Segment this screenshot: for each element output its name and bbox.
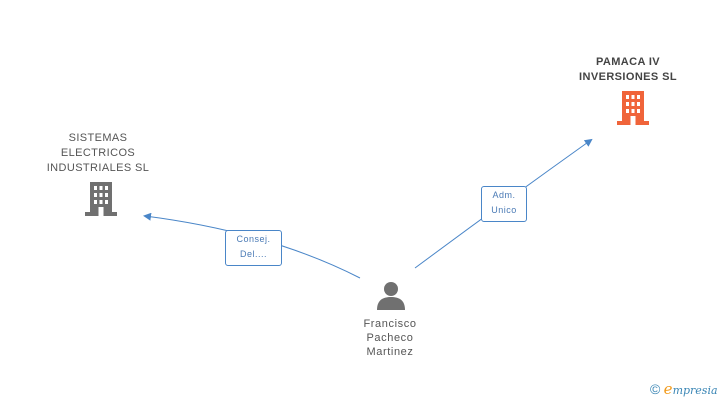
person-name[interactable]: Francisco Pacheco Martinez	[340, 317, 440, 359]
company-name-line: INVERSIONES SL	[579, 71, 677, 83]
relation-label-consej[interactable]: Consej. Del....	[225, 230, 282, 266]
company-name-line: PAMACA IV	[595, 56, 661, 68]
brand-logo-text: mpresia	[672, 384, 718, 397]
company-name-pamaca[interactable]: PAMACA IV INVERSIONES SL	[568, 55, 688, 85]
building-icon[interactable]	[85, 182, 117, 216]
brand-footer[interactable]: © empresia	[650, 380, 718, 398]
person-name-line: Francisco	[363, 318, 417, 330]
person-name-line: Pacheco	[366, 332, 414, 344]
relation-label-adm[interactable]: Adm. Unico	[481, 186, 527, 222]
person-icon[interactable]	[376, 280, 406, 310]
relation-label-line: Adm.	[492, 190, 516, 200]
relation-label-line: Unico	[491, 205, 517, 215]
company-name-line: INDUSTRIALES SL	[46, 162, 150, 174]
company-name-line: ELECTRICOS	[60, 147, 136, 159]
copyright-symbol: ©	[650, 381, 661, 397]
relation-label-line: Del....	[239, 249, 267, 259]
company-name-line: SISTEMAS	[68, 132, 128, 144]
company-name-sistemas[interactable]: SISTEMAS ELECTRICOS INDUSTRIALES SL	[38, 131, 158, 176]
brand-logo-initial: e	[663, 380, 673, 398]
relation-label-line: Consej.	[236, 234, 271, 244]
building-icon[interactable]	[617, 91, 649, 125]
person-name-line: Martinez	[366, 346, 414, 358]
